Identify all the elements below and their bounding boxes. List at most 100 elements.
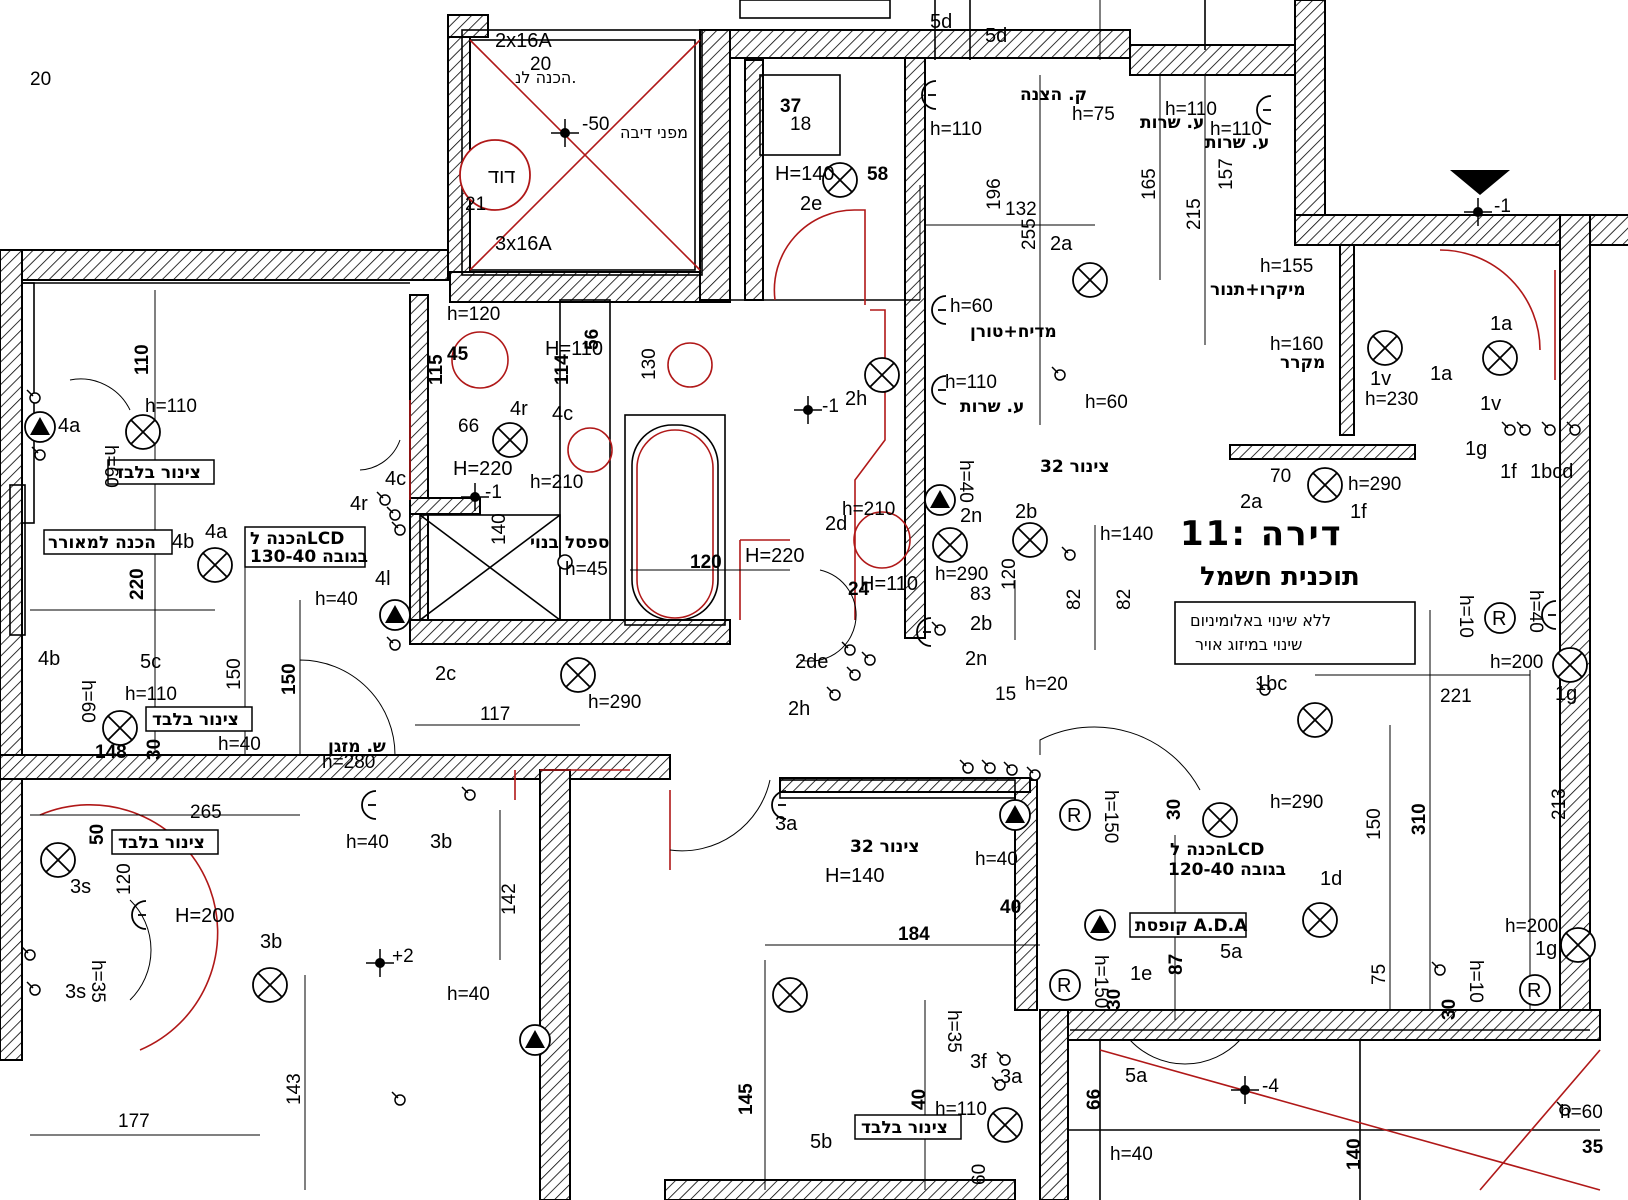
annotation-text: h=10: [1465, 960, 1486, 1003]
annotation-text: 213: [1549, 788, 1570, 820]
annotation-text: 82: [1064, 589, 1085, 610]
annotation-text: h=110: [945, 372, 997, 393]
annotation-text: h=60: [950, 296, 993, 317]
annotation-text: h=280: [322, 752, 375, 773]
annotation-text: 114: [552, 354, 573, 385]
annotation-text: 87: [1166, 954, 1187, 975]
annotation-text: 1a: [1490, 313, 1513, 335]
annotation-text: 5c: [140, 651, 161, 673]
annotation-text: h=10: [1455, 595, 1476, 638]
label-lcd1-a: הכנה לLCD: [250, 529, 344, 549]
annotation-text: 60: [969, 1164, 990, 1185]
annotation-text: h=140: [1100, 524, 1153, 545]
annotation-text: h=60: [77, 680, 98, 723]
annotation-text: 2de: [795, 651, 828, 673]
annotation-text: H=220: [745, 545, 805, 567]
annotation-text: h=110: [125, 684, 177, 705]
annotation-text: 3b: [260, 931, 282, 953]
label-service-2: ע. שרות: [1205, 133, 1269, 153]
annotation-text: -50: [582, 114, 609, 135]
annotation-text: 3f: [970, 1051, 987, 1073]
annotation-text: 120: [114, 863, 135, 895]
annotation-text: 150: [1364, 808, 1385, 840]
annotation-text: 2a: [1240, 491, 1263, 513]
annotation-text: 1f: [1350, 501, 1367, 523]
annotation-text: h=40: [218, 734, 261, 755]
annotation-text: 145: [736, 1083, 757, 1115]
annotation-text: 18: [790, 114, 811, 135]
annotation-text: 3a: [775, 813, 798, 835]
label-pipe32-b: צינור 32: [850, 837, 919, 857]
annotation-text: 130: [639, 348, 660, 380]
annotation-text: 35: [1582, 1137, 1604, 1158]
annotation-text: 165: [1139, 168, 1160, 200]
annotation-text: H=140: [775, 163, 835, 185]
annotation-text: h=45: [565, 559, 608, 580]
dimension-lines: [30, 0, 1531, 1190]
annotation-text: h=150: [1090, 955, 1111, 1008]
annotation-text: 4c: [385, 468, 406, 490]
label-sofa-prep: הכנה למאורר: [48, 533, 156, 553]
label-hood: ק. הצנה: [1020, 85, 1087, 105]
label-service-3: ע. שרות: [960, 397, 1024, 417]
annotation-text: 1f: [1500, 461, 1517, 483]
apartment-title: דירה :11: [1180, 514, 1343, 554]
annotation-text: 2n: [965, 648, 987, 670]
annotation-text: h=110: [930, 119, 982, 140]
annotation-text: 4a: [58, 415, 81, 437]
annotation-text: -4: [1262, 1076, 1279, 1097]
annotation-text: H=200: [175, 905, 235, 927]
annotation-text: +2: [392, 946, 414, 967]
annotation-text: 196: [984, 178, 1005, 210]
annotation-text: 2c: [435, 663, 456, 685]
annotation-text: h=40: [447, 984, 490, 1005]
annotation-text: h=290: [935, 564, 988, 585]
annotation-text: 1a: [1430, 363, 1453, 385]
annotation-text: 140: [489, 513, 510, 545]
red-marks: [39, 39, 1601, 1191]
annotation-text: 1d: [1320, 868, 1342, 890]
annotation-text: h=230: [1365, 389, 1418, 410]
label-pipe-4: צינור בלבד: [861, 1118, 948, 1138]
annotation-text: H=220: [453, 458, 513, 480]
annotation-text: 150: [224, 658, 245, 690]
annotation-text: 66: [458, 416, 479, 437]
label-service-1: ע. שרות: [1140, 113, 1204, 133]
annotation-text: 148: [95, 742, 127, 763]
annotation-text: 56: [582, 329, 603, 350]
label-dryer: מדיח+טורן: [970, 322, 1057, 342]
annotation-text: h=210: [842, 499, 895, 520]
annotation-text: h=40: [955, 460, 976, 503]
annotation-text: 115: [426, 354, 447, 385]
interior-lines: [9, 0, 1600, 1200]
annotation-text: 1e: [1130, 963, 1152, 985]
annotation-text: h=60: [100, 445, 121, 488]
note-aluminum: ללא שינוי באלומיניום: [1190, 611, 1331, 630]
annotation-text: 24: [848, 579, 870, 600]
annotation-text: -1: [822, 396, 839, 417]
annotation-text: 4r: [350, 493, 368, 515]
annotation-text: h=200: [1505, 916, 1558, 937]
annotation-text: 143: [284, 1073, 305, 1105]
annotation-text: h=40: [975, 849, 1018, 870]
label-prep: הכנה לנ.: [515, 68, 576, 87]
label-lcd2-b: בגובה 120-40: [1168, 860, 1286, 880]
sink-circle: [667, 342, 713, 388]
annotation-text: 30: [1164, 799, 1185, 820]
annotation-text: h=60: [1085, 392, 1128, 413]
label-boiler: דוד: [488, 166, 515, 188]
annotation-text: h=40: [315, 589, 358, 610]
annotation-text: 140: [1344, 1138, 1365, 1170]
annotation-text: H=110: [545, 338, 603, 360]
annotation-text: 3b: [430, 831, 452, 853]
annotation-text: 5a: [1125, 1065, 1148, 1087]
annotation-text: 1g: [1465, 438, 1487, 460]
annotation-text: 4l: [375, 568, 391, 590]
annotation-text: 66: [1084, 1089, 1105, 1110]
annotation-text: 1bcd: [1530, 461, 1573, 483]
annotation-text: 20: [530, 54, 551, 75]
annotation-text: 110: [132, 344, 153, 375]
mounting-heights: h=110 h=60 h=110 h=60 h=40 h=280 h=40 H=…: [77, 99, 1603, 1165]
annotation-text: 265: [190, 802, 222, 823]
annotation-text: h=35: [87, 960, 108, 1003]
